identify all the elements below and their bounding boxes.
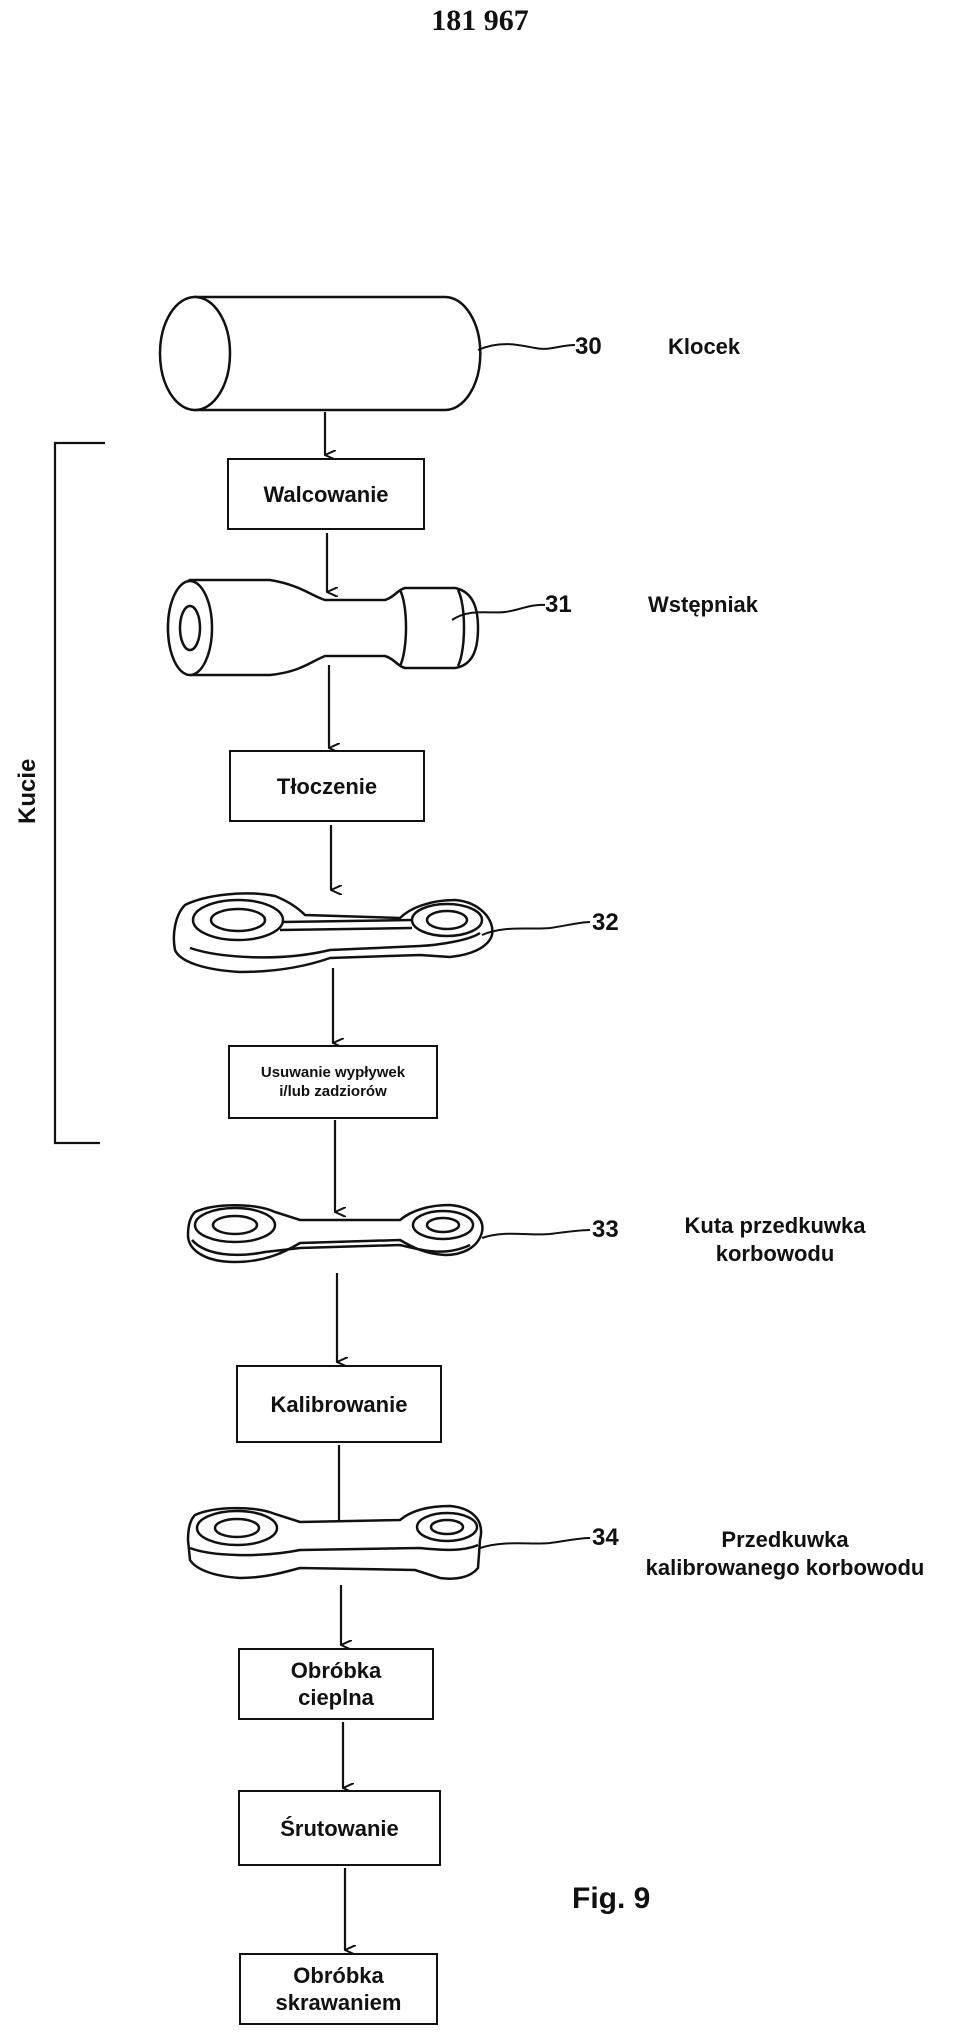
label-wstepniak: Wstępniak — [648, 592, 759, 617]
ref-32: 32 — [592, 909, 619, 936]
step-obrobka-skrawaniem-label: Obróbka skrawaniem — [275, 1963, 402, 2015]
leader-lines — [451, 343, 591, 1549]
ref-34: 34 — [592, 1524, 619, 1551]
leader-30 — [477, 343, 576, 351]
step-srutowanie-label: Śrutowanie — [280, 1815, 399, 1841]
step-srutowanie: Śrutowanie — [238, 1790, 441, 1866]
flow-arrows — [323, 412, 345, 1950]
leader-33 — [481, 1229, 591, 1239]
kucie-bracket — [53, 441, 105, 1145]
ref-31: 31 — [545, 591, 572, 618]
label-klocek: Klocek — [668, 334, 741, 359]
leader-34 — [479, 1537, 591, 1549]
step-kalibrowanie: Kalibrowanie — [236, 1365, 442, 1443]
step-walcowanie: Walcowanie — [227, 458, 425, 530]
step-tloczenie-label: Tłoczenie — [276, 773, 378, 799]
przedkuwka-kalibrowanego-korbowodu — [186, 1504, 483, 1580]
klocek-cylinder — [158, 295, 482, 412]
step-usuwanie: Usuwanie wypływek i/lub zadziorów — [228, 1045, 438, 1119]
step-tloczenie: Tłoczenie — [229, 750, 425, 822]
step-walcowanie-label: Walcowanie — [263, 481, 389, 507]
label-kuta-przedkuwka: Kuta przedkuwka korbowodu — [684, 1213, 866, 1266]
ref-30: 30 — [575, 333, 602, 360]
step-obrobka-skrawaniem: Obróbka skrawaniem — [239, 1953, 438, 2025]
step-obrobka-cieplna-label: Obróbka cieplna — [290, 1658, 382, 1710]
odkuwka-z-wyplywka — [172, 892, 494, 974]
kuta-przedkuwka-korbowodu — [186, 1203, 484, 1264]
page-number: 181 967 — [431, 4, 529, 37]
figure-label: Fig. 9 — [572, 1882, 651, 1915]
step-obrobka-cieplna: Obróbka cieplna — [238, 1648, 434, 1720]
leader-32 — [481, 921, 591, 936]
kucie-label: Kucie — [14, 758, 41, 824]
leader-31 — [451, 603, 546, 621]
step-usuwanie-label: Usuwanie wypływek i/lub zadziorów — [260, 1064, 406, 1100]
step-kalibrowanie-label: Kalibrowanie — [270, 1391, 408, 1417]
ref-33: 33 — [592, 1216, 619, 1243]
label-przedkuwka-kalibrowanego: Przedkuwka kalibrowanego korbowodu — [645, 1527, 925, 1580]
wstepniak-preform — [166, 578, 480, 677]
